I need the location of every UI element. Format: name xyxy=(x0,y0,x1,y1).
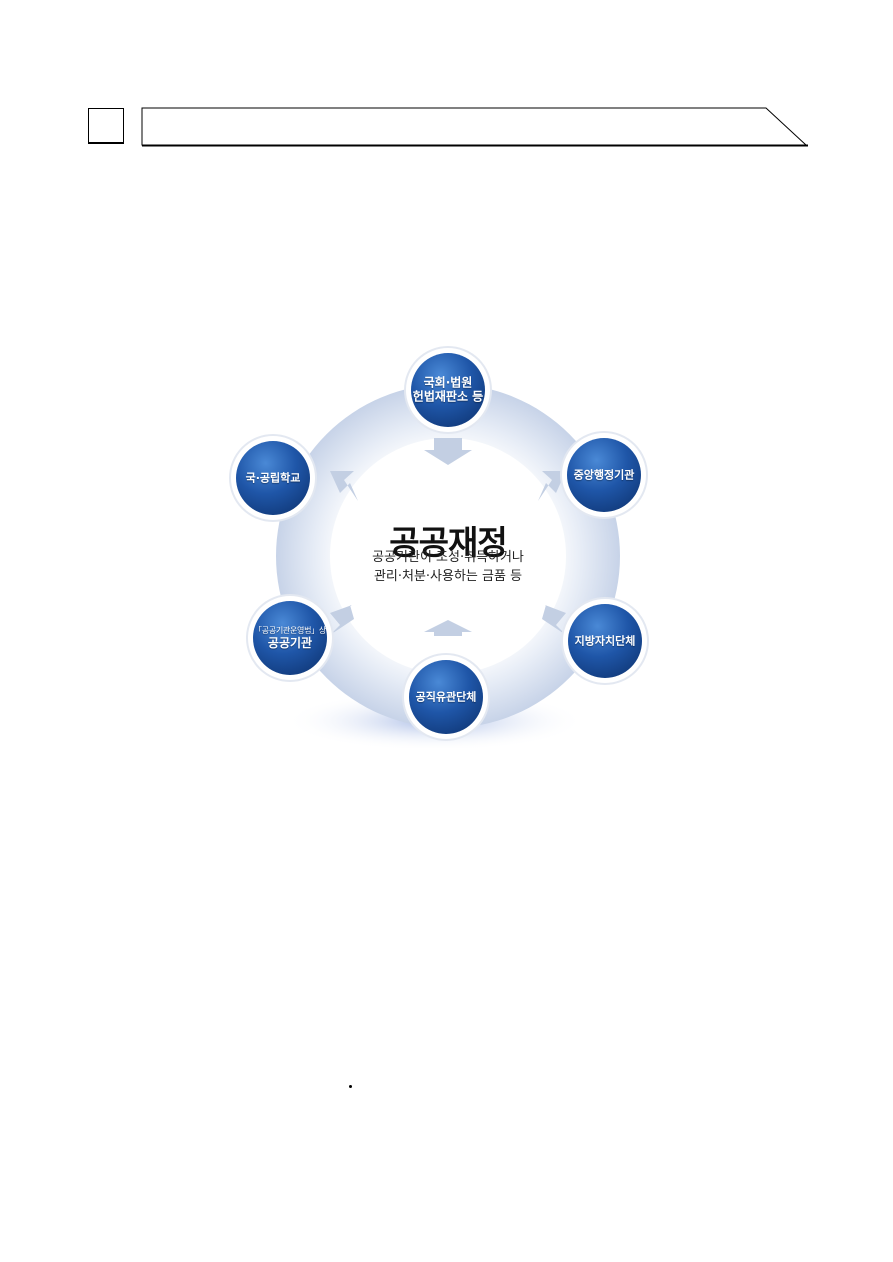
section-number-box xyxy=(88,108,124,144)
center-desc-line2: 관리·처분·사용하는 금품 등 xyxy=(373,568,523,584)
node-left-bottom-note: 「공공기관운영법」상 xyxy=(254,626,326,636)
arrow-top xyxy=(424,438,472,465)
stray-dot xyxy=(349,1085,352,1088)
node-top-line2: 헌법재판소 등 xyxy=(412,390,484,404)
node-bottom-label: 공직유관단체 xyxy=(415,690,477,704)
arrow-left-bottom xyxy=(330,605,354,635)
diagram-graphics xyxy=(229,346,649,748)
inner-disc xyxy=(330,438,566,674)
arrow-right-bottom xyxy=(542,605,566,635)
node-right-top-label: 중앙행정기관 xyxy=(573,468,635,482)
arrow-left-top xyxy=(330,471,358,501)
center-title: 공공재정 xyxy=(389,523,507,562)
node-left-bottom-line1: 공공기관 xyxy=(267,635,313,650)
node-top-line1: 국회·법원 xyxy=(423,375,473,390)
arrow-bottom xyxy=(424,620,472,636)
section-title-bar xyxy=(141,107,808,147)
public-finance-diagram: 공공재정 공공기관이 조성·취득하거나 관리·처분·사용하는 금품 등 국회·법… xyxy=(220,343,650,748)
node-right-bottom-label: 지방자치단체 xyxy=(574,634,636,648)
node-circles xyxy=(229,346,649,741)
node-left-top-label: 국·공립학교 xyxy=(245,471,301,485)
center-description: 공공기관이 조성·취득하거나 관리·처분·사용하는 금품 등 xyxy=(372,549,524,587)
node-top-label: 국회·법원 헌법재판소 등 xyxy=(413,376,483,405)
center-desc-line1: 공공기관이 조성·취득하거나 xyxy=(372,550,524,565)
arrow-right-top xyxy=(538,471,566,501)
node-left-bottom-label: 「공공기관운영법」상 공공기관 xyxy=(254,626,326,650)
